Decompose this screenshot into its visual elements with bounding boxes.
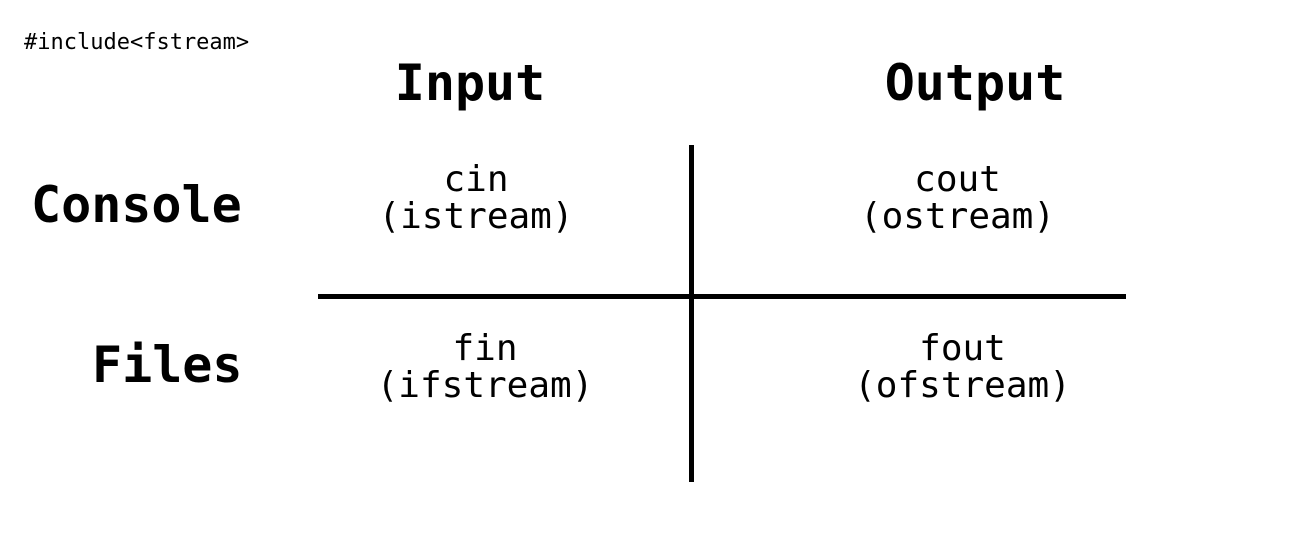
row-header-console: Console <box>31 176 242 234</box>
stream-object-fout: fout <box>919 328 1006 369</box>
stream-object-cout: cout <box>914 159 1001 200</box>
stream-type-istream: (istream) <box>378 196 574 237</box>
include-directive: #include<fstream> <box>24 30 250 55</box>
cell-files-input: fin (ifstream) <box>330 330 640 404</box>
stream-type-ifstream: (ifstream) <box>376 365 594 406</box>
stream-type-ofstream: (ofstream) <box>854 365 1071 406</box>
stream-type-ostream: (ostream) <box>859 196 1056 237</box>
row-header-files: Files <box>92 336 243 394</box>
cell-files-output: fout (ofstream) <box>810 330 1115 404</box>
cell-console-input: cin (istream) <box>320 161 632 235</box>
column-header-output: Output <box>884 54 1066 112</box>
horizontal-divider <box>318 294 1126 299</box>
vertical-divider <box>689 145 694 482</box>
stream-object-fin: fin <box>452 328 518 369</box>
cell-console-output: cout (ostream) <box>805 161 1110 235</box>
stream-object-cin: cin <box>443 159 509 200</box>
column-header-input: Input <box>394 54 546 112</box>
